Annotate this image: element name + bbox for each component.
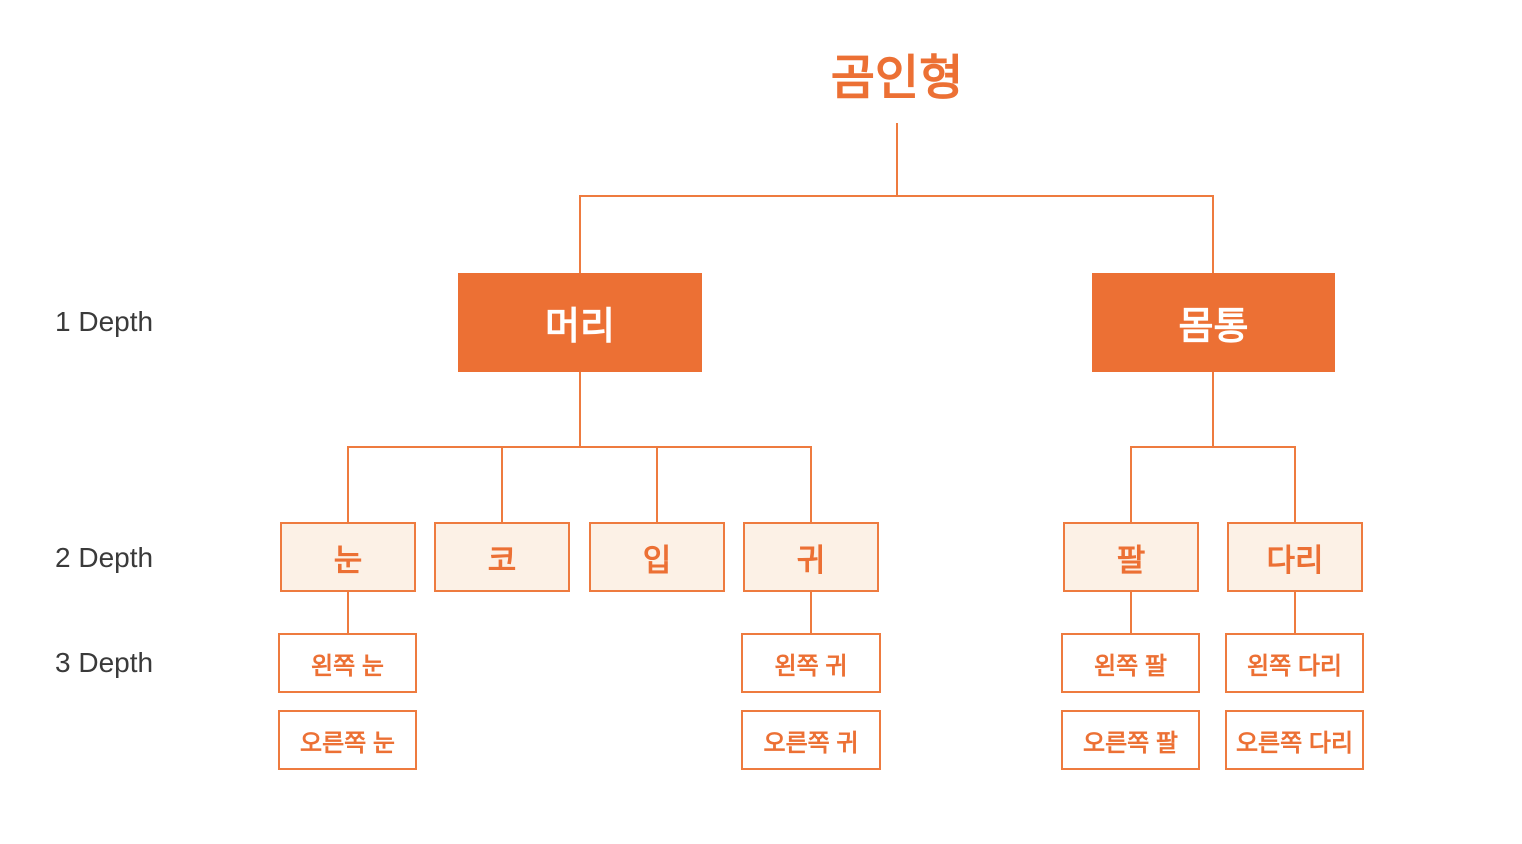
node-head: 머리 xyxy=(458,273,702,372)
depth-label-3: 3 Depth xyxy=(55,647,154,678)
connector-arm-stem xyxy=(1130,592,1132,633)
connector-drop-eye xyxy=(347,446,349,522)
node-right-leg: 오른쪽 다리 xyxy=(1225,710,1364,770)
connector-drop-body xyxy=(1212,195,1214,273)
node-arm: 팔 xyxy=(1063,522,1199,592)
connector-drop-nose xyxy=(501,446,503,522)
node-mouth: 입 xyxy=(589,522,725,592)
connector-drop-mouth xyxy=(656,446,658,522)
node-right-ear: 오른쪽 귀 xyxy=(741,710,881,770)
connector-drop-head xyxy=(579,195,581,273)
node-body: 몸통 xyxy=(1092,273,1335,372)
node-eye: 눈 xyxy=(280,522,416,592)
node-left-eye: 왼쪽 눈 xyxy=(278,633,417,693)
connector-drop-leg xyxy=(1294,446,1296,522)
connector-leg-stem xyxy=(1294,592,1296,633)
node-leg: 다리 xyxy=(1227,522,1363,592)
diagram-title: 곰인형 xyxy=(830,52,964,105)
node-nose: 코 xyxy=(434,522,570,592)
depth-label-1: 1 Depth xyxy=(55,306,154,337)
node-left-leg: 왼쪽 다리 xyxy=(1225,633,1364,693)
connector-head-span xyxy=(347,446,812,448)
node-ear: 귀 xyxy=(743,522,879,592)
node-left-arm: 왼쪽 팔 xyxy=(1061,633,1200,693)
connector-root-span xyxy=(579,195,1214,197)
connector-root-stem xyxy=(896,123,898,196)
connector-drop-ear xyxy=(810,446,812,522)
connector-body-span xyxy=(1130,446,1296,448)
connector-eye-stem xyxy=(347,592,349,633)
connector-head-stem xyxy=(579,372,581,447)
depth-label-2: 2 Depth xyxy=(55,542,154,573)
node-left-ear: 왼쪽 귀 xyxy=(741,633,881,693)
node-right-arm: 오른쪽 팔 xyxy=(1061,710,1200,770)
connector-ear-stem xyxy=(810,592,812,633)
connector-body-stem xyxy=(1212,372,1214,447)
node-right-eye: 오른쪽 눈 xyxy=(278,710,417,770)
connector-drop-arm xyxy=(1130,446,1132,522)
